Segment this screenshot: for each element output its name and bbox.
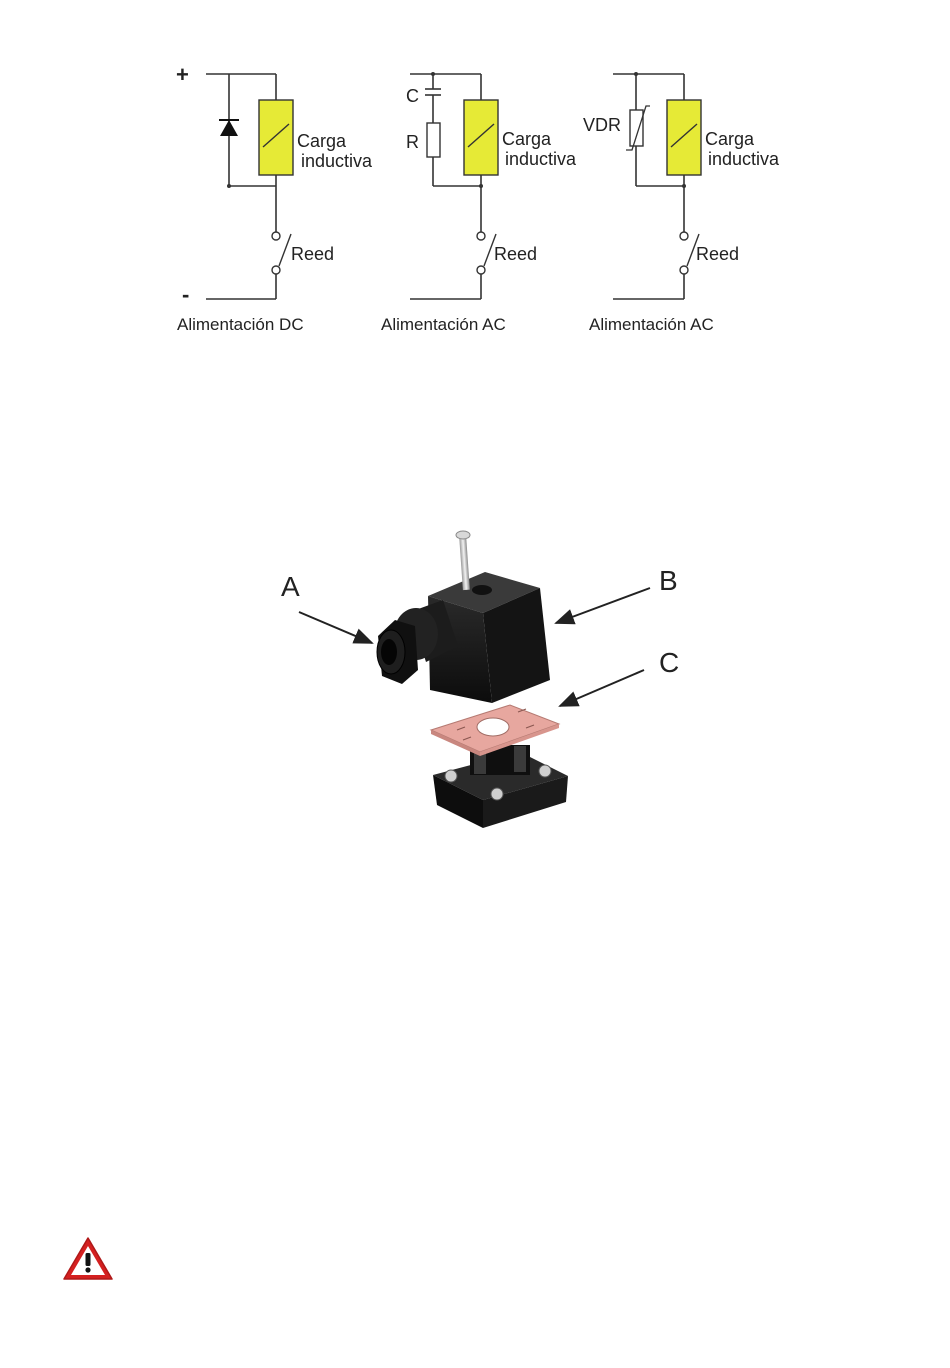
inductive-load xyxy=(259,100,293,175)
junction-dot xyxy=(479,184,483,188)
capacitor-label: C xyxy=(406,86,419,106)
circuit-ac-rc: C R Carga inductiva Reed Alimentación AC xyxy=(381,72,577,334)
junction-dot xyxy=(227,184,231,188)
diode-icon xyxy=(219,120,239,136)
caption-ac-2: Alimentación AC xyxy=(589,315,714,334)
junction-dot xyxy=(682,184,686,188)
vdr-label: VDR xyxy=(583,115,621,135)
reed-label: Reed xyxy=(494,244,537,264)
gasket-plate xyxy=(431,705,559,756)
load-label-1: Carga xyxy=(297,131,347,151)
warning-triangle-icon xyxy=(64,1238,112,1279)
circuit-ac-vdr: VDR Carga inductiva Reed Alimentación AC xyxy=(583,72,780,334)
inductive-load xyxy=(464,100,498,175)
resistor-label: R xyxy=(406,132,419,152)
arrow-a xyxy=(299,612,372,643)
reed-label: Reed xyxy=(291,244,334,264)
arrow-c xyxy=(560,670,644,706)
junction-dot xyxy=(634,72,638,76)
caption-ac-1: Alimentación AC xyxy=(381,315,506,334)
arrow-b xyxy=(556,588,650,623)
load-label-2: inductiva xyxy=(301,151,373,171)
reed-label: Reed xyxy=(696,244,739,264)
label-a: A xyxy=(281,571,300,602)
label-b: B xyxy=(659,565,678,596)
reed-switch-icon xyxy=(272,232,291,274)
connector-base xyxy=(433,745,568,828)
varistor-icon xyxy=(626,106,650,150)
load-label-2: inductiva xyxy=(505,149,577,169)
minus-sign: - xyxy=(182,282,189,307)
load-label-1: Carga xyxy=(502,129,552,149)
load-label-2: inductiva xyxy=(708,149,780,169)
label-c: C xyxy=(659,647,679,678)
circuit-dc: + Carga inductiva Reed - Alimentación DC xyxy=(176,62,373,334)
plus-sign: + xyxy=(176,62,189,87)
capacitor-icon xyxy=(425,89,441,95)
load-label-1: Carga xyxy=(705,129,755,149)
junction-dot xyxy=(431,72,435,76)
connector-illustration: A B C xyxy=(281,531,679,828)
resistor-icon xyxy=(427,123,440,157)
caption-dc: Alimentación DC xyxy=(177,315,304,334)
inductive-load xyxy=(667,100,701,175)
